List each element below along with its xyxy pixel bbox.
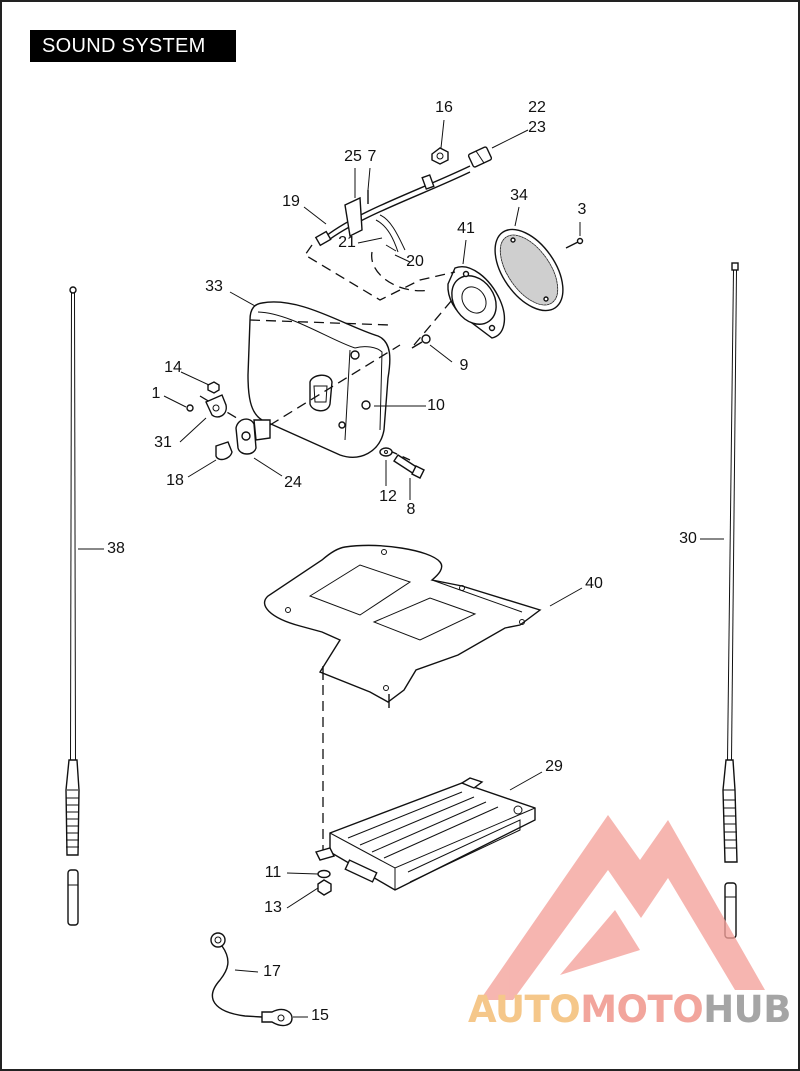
callout-30: 30 [679,530,697,547]
callout-10: 10 [427,397,445,414]
pod-screw-rear [411,334,431,349]
watermark-logo [480,815,765,1000]
callout-41: 41 [457,220,475,237]
leader-lines [163,119,583,1018]
page-title: SOUND SYSTEM [30,30,236,62]
callout-7: 7 [368,148,377,165]
callout-9: 9 [460,357,469,374]
callout-17: 17 [263,963,281,980]
grille-screw [565,237,584,249]
mounting-bracket-clip [344,190,369,238]
callout-18: 18 [166,472,184,489]
callout-11: 11 [265,864,282,881]
callout-21: 21 [338,234,356,251]
amplifier-mounting-plate [263,544,542,708]
callout-23: 23 [528,119,546,136]
ground-strap [210,932,293,1027]
callout-38: 38 [107,540,125,557]
watermark-text-auto: AUTO [468,988,580,1031]
callout-8: 8 [407,501,416,518]
callout-1: 1 [152,385,161,402]
hex-nut [431,147,449,165]
mount-bolt [393,454,425,479]
washer [379,447,393,457]
callout-34: 34 [510,187,528,204]
speaker-pod [247,301,391,458]
callout-29: 29 [545,758,563,775]
callout-13: 13 [264,899,282,916]
callout-19: 19 [282,193,300,210]
callout-24: 24 [284,474,302,491]
watermark-text-hub: HUB [703,988,791,1031]
mount-foot [215,441,233,461]
callout-25: 25 [344,148,362,165]
callout-20: 20 [406,253,424,270]
wiring-connector [467,146,493,168]
antenna-mast-left [65,286,80,926]
amplifier-washer [317,869,331,879]
watermark-text: AUTOMOTOHUB [468,988,791,1031]
speaker-driver [447,266,506,339]
callout-labels: 16 22 23 25 7 34 3 19 41 21 20 33 9 141 10 31 18 24 12 8 38 3… [107,99,697,1024]
speaker-grille [494,228,564,312]
callout-33: 33 [205,278,223,295]
watermark-text-moto: MOTO [580,988,703,1031]
antenna-mast-right [722,262,739,939]
callout-14: 14 [164,359,182,376]
clamp-nut [207,381,220,394]
callout-31: 31 [154,434,172,451]
amplifier-nut [317,879,332,896]
amplifier-unit [314,777,536,891]
callout-12: 12 [379,488,397,505]
wiring-harness [314,165,471,253]
svg-text:AUTOMOTOHUB: AUTOMOTOHUB [468,988,791,1031]
clamp-screw [186,404,194,412]
callout-3: 3 [578,201,587,218]
callout-40: 40 [585,575,603,592]
callout-15: 15 [311,1007,329,1024]
mount-bracket-plate [235,418,271,455]
callout-22: 22 [528,99,546,116]
callout-16: 16 [435,99,453,116]
mount-clamp [205,394,227,418]
